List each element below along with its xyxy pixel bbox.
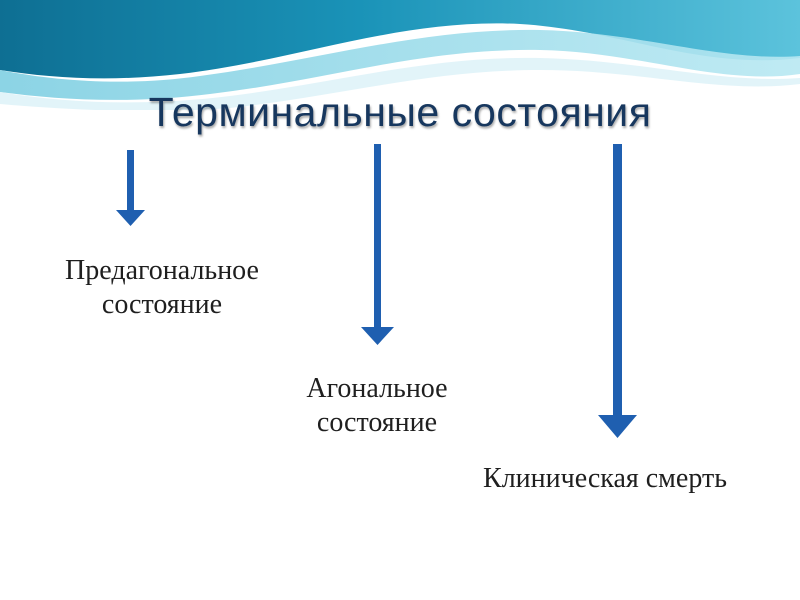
arrow-down-icon — [116, 150, 145, 226]
node-clinical-death: Клиническая смерть — [420, 462, 790, 496]
node-preagonal-line1: Предагональное — [65, 255, 259, 286]
node-preagonal: Предагональное состояние — [22, 254, 302, 322]
node-agonal-line1: Агональное — [306, 373, 448, 404]
arrow-down-icon — [361, 144, 394, 345]
node-agonal: Агональное состояние — [262, 372, 492, 440]
node-preagonal-line2: состояние — [101, 289, 223, 320]
slide-title: Терминальные состояния — [148, 89, 652, 135]
node-clinical-death-line1: Клиническая смерть — [483, 463, 727, 494]
header-wave-decoration — [0, 0, 800, 110]
node-agonal-line2: состояние — [316, 407, 438, 438]
arrow-down-icon — [598, 144, 637, 438]
